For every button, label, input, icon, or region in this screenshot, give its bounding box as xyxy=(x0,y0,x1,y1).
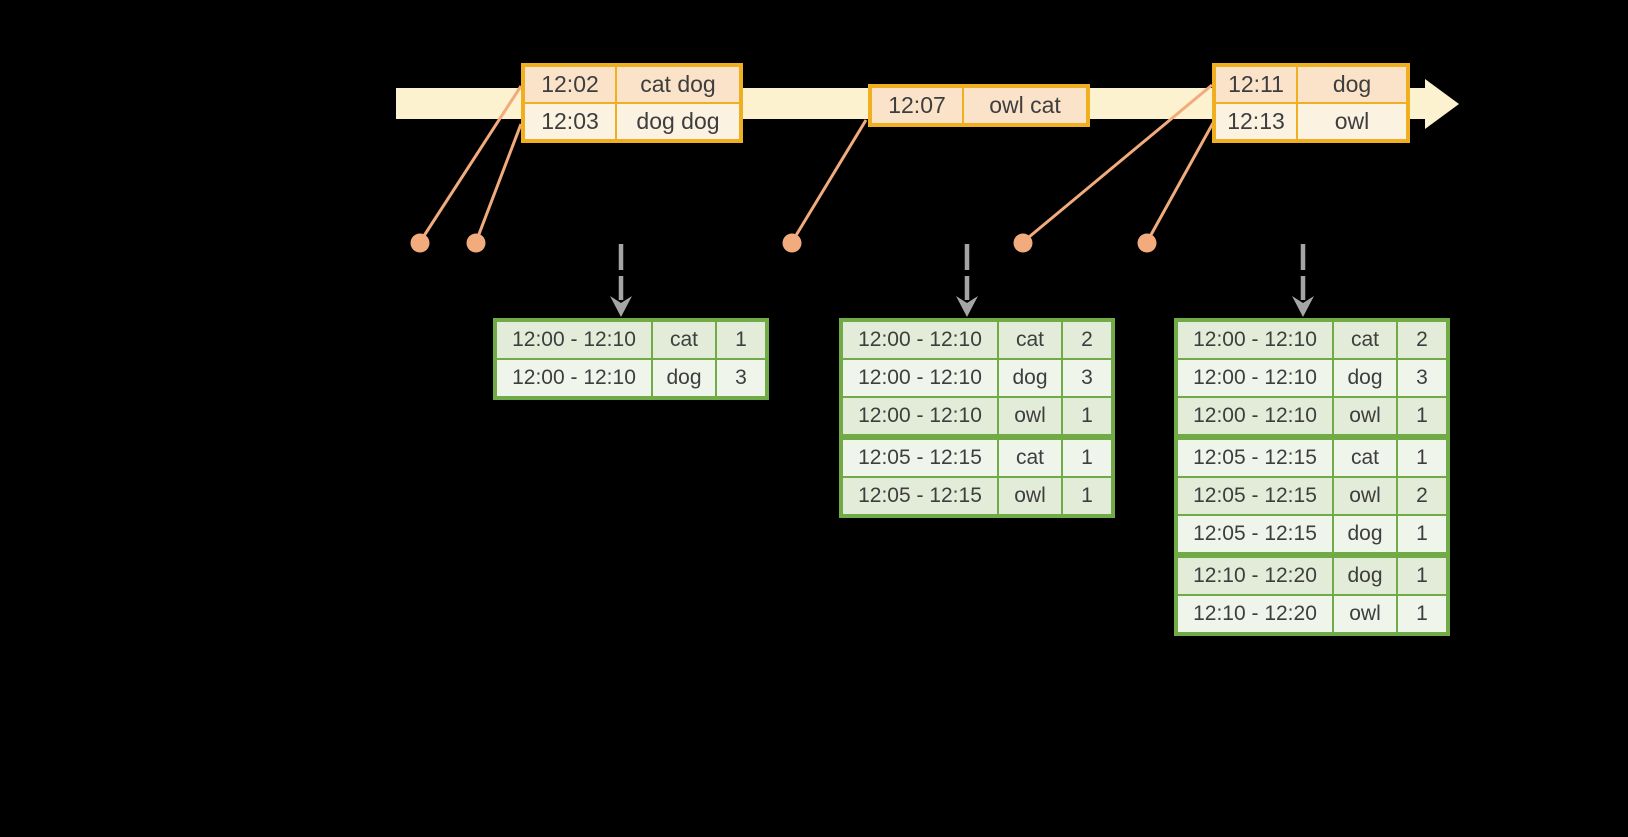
table-row: 12:05 - 12:15 owl 2 xyxy=(1175,476,1449,516)
table-row: 12:05 - 12:15 cat 1 xyxy=(840,434,1114,478)
input-events-table-1: 12:02 cat dog 12:03 dog dog xyxy=(521,63,743,143)
count-cell: 1 xyxy=(1396,434,1449,478)
count-cell: 2 xyxy=(1061,319,1114,360)
table-row: 12:07 owl cat xyxy=(869,85,1089,126)
window-cell: 12:00 - 12:10 xyxy=(840,396,999,438)
window-cell: 12:05 - 12:15 xyxy=(1175,434,1334,478)
word-cell: dog xyxy=(1332,514,1398,556)
table-row: 12:00 - 12:10 dog 3 xyxy=(840,358,1114,398)
window-cell: 12:00 - 12:10 xyxy=(494,319,653,360)
trigger-arrow-icon xyxy=(610,244,632,317)
trigger-arrow-icon xyxy=(956,244,978,317)
event-time-dot xyxy=(1013,233,1033,253)
table-row: 12:10 - 12:20 owl 1 xyxy=(1175,594,1449,635)
event-connector-line xyxy=(418,85,523,243)
event-words-cell: dog xyxy=(1296,64,1409,104)
word-cell: cat xyxy=(997,434,1063,478)
table-row: 12:13 owl xyxy=(1213,102,1409,142)
table-row: 12:05 - 12:15 dog 1 xyxy=(1175,514,1449,556)
word-cell: dog xyxy=(651,358,717,399)
table-row: 12:00 - 12:10 owl 1 xyxy=(1175,396,1449,438)
count-cell: 3 xyxy=(1396,358,1449,398)
table-row: 12:00 - 12:10 cat 2 xyxy=(1175,319,1449,360)
event-words-cell: cat dog xyxy=(615,64,742,104)
count-cell: 1 xyxy=(715,319,768,360)
count-cell: 1 xyxy=(1396,396,1449,438)
trigger-arrow-icon xyxy=(1292,244,1314,317)
table-row: 12:02 cat dog xyxy=(522,64,742,104)
window-cell: 12:00 - 12:10 xyxy=(1175,358,1334,398)
count-cell: 1 xyxy=(1061,396,1114,438)
result-table-1: 12:00 - 12:10 cat 1 12:00 - 12:10 dog 3 xyxy=(493,318,769,400)
window-cell: 12:00 - 12:10 xyxy=(494,358,653,399)
table-row: 12:00 - 12:10 owl 1 xyxy=(840,396,1114,438)
table-row: 12:03 dog dog xyxy=(522,102,742,142)
count-cell: 2 xyxy=(1396,319,1449,360)
count-cell: 3 xyxy=(715,358,768,399)
table-row: 12:00 - 12:10 cat 1 xyxy=(494,319,768,360)
event-time-cell: 12:11 xyxy=(1213,64,1298,104)
count-cell: 1 xyxy=(1061,434,1114,478)
table-row: 12:00 - 12:10 dog 3 xyxy=(1175,358,1449,398)
window-cell: 12:05 - 12:15 xyxy=(840,476,999,517)
event-time-cell: 12:13 xyxy=(1213,102,1298,142)
event-time-cell: 12:07 xyxy=(869,85,964,126)
table-row: 12:11 dog xyxy=(1213,64,1409,104)
count-cell: 1 xyxy=(1061,476,1114,517)
event-time-dot xyxy=(1137,233,1157,253)
window-cell: 12:10 - 12:20 xyxy=(1175,594,1334,635)
event-time-dot xyxy=(410,233,430,253)
word-cell: cat xyxy=(997,319,1063,360)
word-cell: dog xyxy=(997,358,1063,398)
word-cell: owl xyxy=(997,396,1063,438)
event-time-dot xyxy=(782,233,802,253)
count-cell: 1 xyxy=(1396,594,1449,635)
event-connector-line xyxy=(1145,122,1215,243)
table-row: 12:10 - 12:20 dog 1 xyxy=(1175,552,1449,596)
event-time-dot xyxy=(466,233,486,253)
table-row: 12:00 - 12:10 cat 2 xyxy=(840,319,1114,360)
word-cell: dog xyxy=(1332,358,1398,398)
count-cell: 3 xyxy=(1061,358,1114,398)
word-cell: cat xyxy=(1332,319,1398,360)
event-time-cell: 12:02 xyxy=(522,64,617,104)
window-cell: 12:00 - 12:10 xyxy=(1175,319,1334,360)
window-cell: 12:05 - 12:15 xyxy=(1175,476,1334,516)
word-cell: dog xyxy=(1332,552,1398,596)
event-words-cell: owl cat xyxy=(962,85,1089,126)
word-cell: owl xyxy=(997,476,1063,517)
word-cell: owl xyxy=(1332,396,1398,438)
word-cell: cat xyxy=(1332,434,1398,478)
table-row: 12:05 - 12:15 cat 1 xyxy=(1175,434,1449,478)
event-connector-line xyxy=(790,119,868,243)
input-events-table-3: 12:11 dog 12:13 owl xyxy=(1212,63,1410,143)
window-cell: 12:05 - 12:15 xyxy=(1175,514,1334,556)
event-words-cell: owl xyxy=(1296,102,1409,142)
event-connector-line xyxy=(474,123,523,243)
count-cell: 1 xyxy=(1396,552,1449,596)
result-table-2: 12:00 - 12:10 cat 2 12:00 - 12:10 dog 3 … xyxy=(839,318,1115,518)
word-cell: cat xyxy=(651,319,717,360)
window-cell: 12:10 - 12:20 xyxy=(1175,552,1334,596)
window-cell: 12:00 - 12:10 xyxy=(1175,396,1334,438)
event-connector-line xyxy=(1022,83,1213,244)
window-cell: 12:00 - 12:10 xyxy=(840,319,999,360)
table-row: 12:00 - 12:10 dog 3 xyxy=(494,358,768,399)
result-table-3: 12:00 - 12:10 cat 2 12:00 - 12:10 dog 3 … xyxy=(1174,318,1450,636)
event-words-cell: dog dog xyxy=(615,102,742,142)
window-cell: 12:00 - 12:10 xyxy=(840,358,999,398)
window-cell: 12:05 - 12:15 xyxy=(840,434,999,478)
word-cell: owl xyxy=(1332,476,1398,516)
count-cell: 2 xyxy=(1396,476,1449,516)
count-cell: 1 xyxy=(1396,514,1449,556)
event-time-cell: 12:03 xyxy=(522,102,617,142)
timeline-arrowhead-icon xyxy=(1425,79,1459,129)
input-events-table-2: 12:07 owl cat xyxy=(868,84,1090,127)
word-cell: owl xyxy=(1332,594,1398,635)
table-row: 12:05 - 12:15 owl 1 xyxy=(840,476,1114,517)
